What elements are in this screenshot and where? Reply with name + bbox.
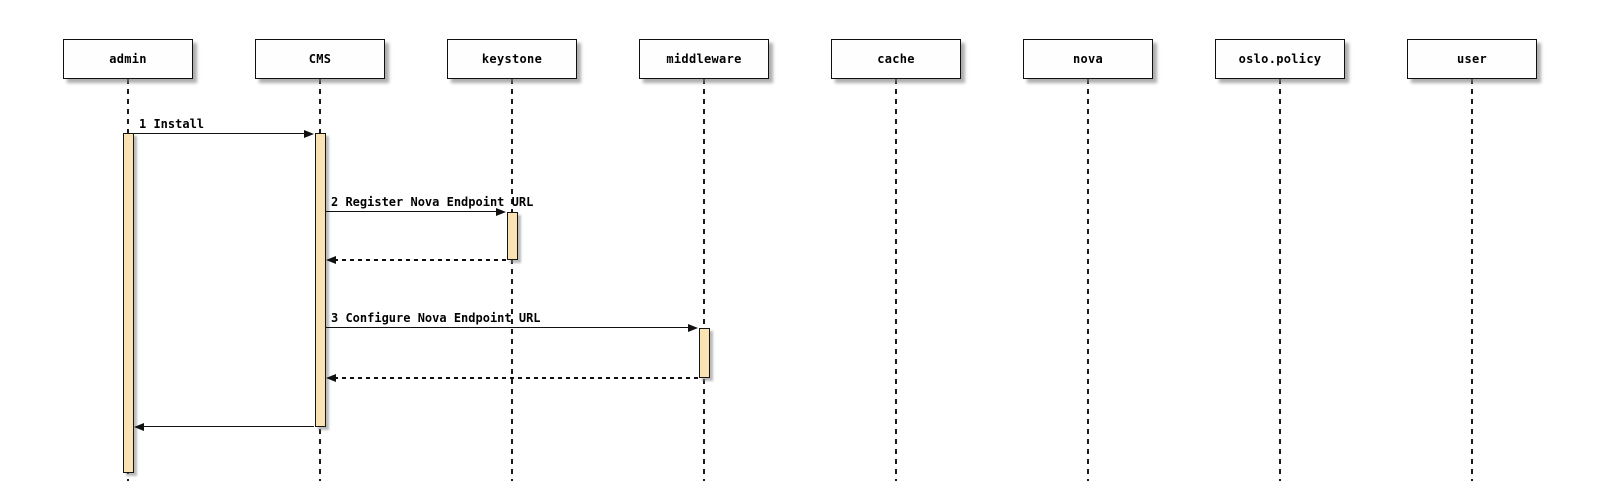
- participant-label: admin: [109, 52, 147, 66]
- participant-box-admin: admin: [63, 39, 193, 79]
- activation-bar-keystone: [506, 212, 518, 260]
- activation-bar-admin: [122, 133, 134, 473]
- participant-label: CMS: [308, 52, 332, 66]
- arrowhead-2: [496, 207, 506, 216]
- message-label-2: 2 Register Nova Endpoint URL: [331, 195, 534, 209]
- message-label-4: 3 Configure Nova Endpoint URL: [331, 311, 541, 325]
- participant-box-keystone: keystone: [447, 39, 577, 79]
- message-label-1: 1 Install: [139, 117, 205, 131]
- lifeline-keystone: [511, 79, 513, 481]
- participant-label: user: [1456, 52, 1488, 66]
- participant-label: middleware: [666, 52, 742, 66]
- participant-box-CMS: CMS: [255, 39, 385, 79]
- arrowhead-6: [134, 422, 144, 431]
- activation-bar-middleware: [698, 328, 710, 378]
- lifeline-user: [1471, 79, 1473, 481]
- lifeline-cache: [895, 79, 897, 481]
- participant-label: keystone: [481, 52, 543, 66]
- lifeline-middleware: [703, 79, 705, 481]
- participant-box-middleware: middleware: [639, 39, 769, 79]
- message-line-2: [326, 211, 498, 212]
- participant-box-oslo.policy: oslo.policy: [1215, 39, 1345, 79]
- arrowhead-5: [326, 373, 336, 382]
- activation-bar-CMS: [314, 133, 326, 427]
- message-line-5: [334, 377, 698, 379]
- participant-box-nova: nova: [1023, 39, 1153, 79]
- message-line-1: [134, 133, 306, 134]
- participant-label: cache: [877, 52, 915, 66]
- message-line-6: [142, 426, 314, 427]
- arrowhead-3: [326, 255, 336, 264]
- participant-label: oslo.policy: [1238, 52, 1322, 66]
- lifeline-oslo.policy: [1279, 79, 1281, 481]
- participant-label: nova: [1072, 52, 1104, 66]
- arrowhead-1: [304, 129, 314, 138]
- participant-box-cache: cache: [831, 39, 961, 79]
- message-line-4: [326, 327, 690, 328]
- arrowhead-4: [688, 323, 698, 332]
- participant-box-user: user: [1407, 39, 1537, 79]
- lifeline-nova: [1087, 79, 1089, 481]
- message-line-3: [334, 259, 506, 261]
